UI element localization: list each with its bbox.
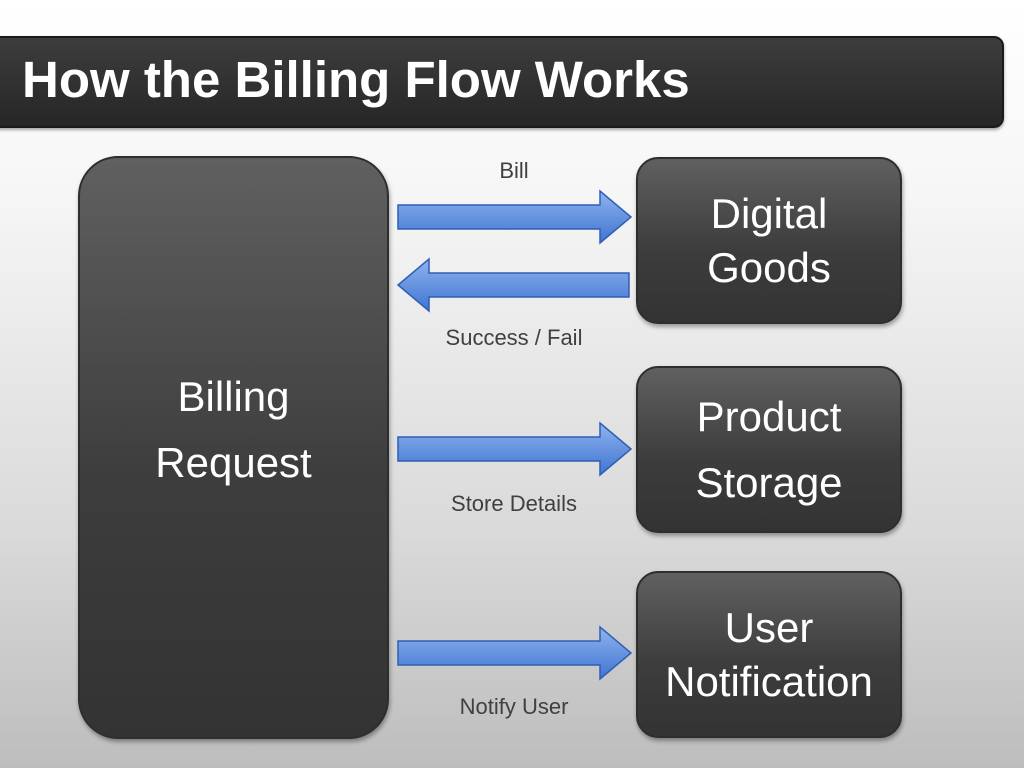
notify-user-arrow-right: [397, 625, 633, 681]
digital-goods-line2: Goods: [707, 243, 831, 291]
product-storage-box: Product Storage: [636, 366, 902, 533]
success-fail-arrow-left: [396, 257, 630, 313]
store-details-label: Store Details: [451, 491, 577, 516]
slide-title-bar: How the Billing Flow Works: [0, 36, 1004, 128]
success-fail-label: Success / Fail: [445, 325, 583, 350]
digital-goods-line1: Digital: [710, 189, 828, 237]
digital-goods-box: Digital Goods: [636, 157, 902, 324]
slide-title: How the Billing Flow Works: [22, 51, 690, 108]
billing-request-line2: Request: [155, 439, 312, 486]
user-notification-box: User Notification: [636, 571, 902, 738]
bill-label: Bill: [499, 158, 529, 183]
bill-arrow-right: [397, 189, 633, 245]
billing-request-box: Billing Request: [78, 156, 389, 739]
store-details-arrow-right: [397, 421, 633, 477]
notify-user-label: Notify User: [459, 694, 569, 719]
user-notification-line1: User: [724, 603, 814, 651]
billing-request-line1: Billing: [177, 373, 290, 420]
product-storage-line1: Product: [696, 392, 842, 440]
user-notification-line2: Notification: [665, 657, 873, 705]
product-storage-line2: Storage: [695, 458, 843, 506]
